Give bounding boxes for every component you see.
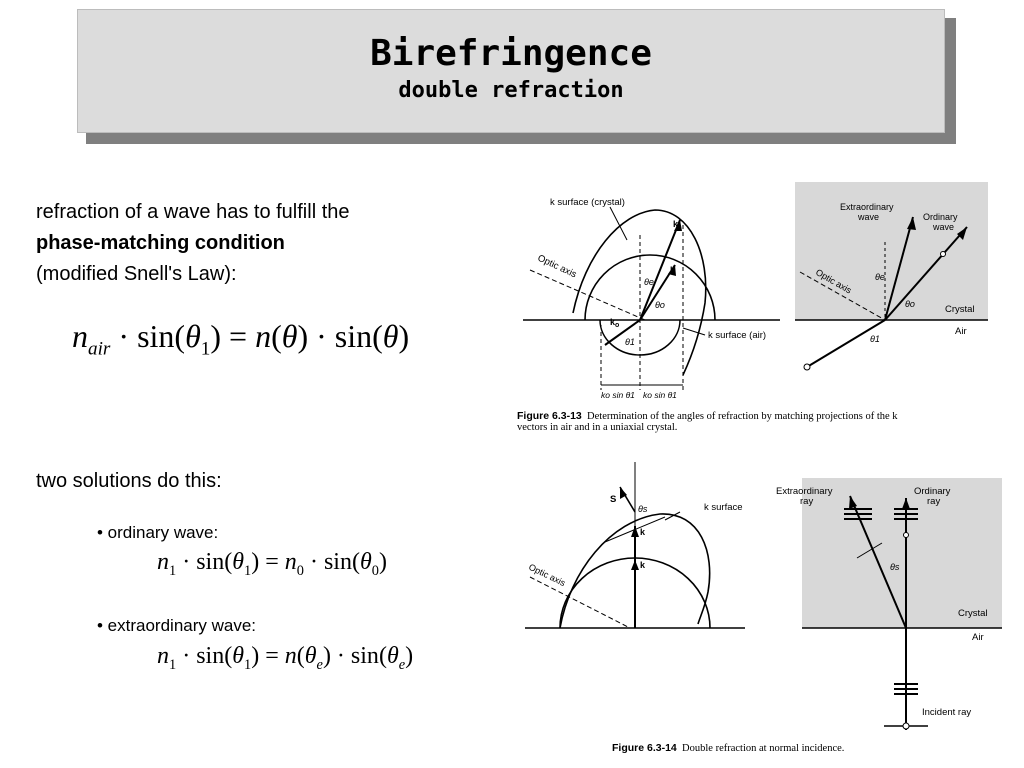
- label-theta-e-right: θe: [875, 272, 885, 282]
- figure-6-3-13-caption: Figure 6.3-13 Determination of the angle…: [517, 410, 898, 433]
- label-air-2: Air: [972, 632, 984, 643]
- label-theta-s-right: θs: [890, 562, 900, 572]
- extraordinary-equation: n1 · sin(θ1) = n(θe) · sin(θe): [157, 643, 414, 673]
- label-k-vector-2: k: [670, 265, 676, 275]
- ordinary-equation: n1 · sin(θ1) = n0 · sin(θ0): [157, 549, 387, 579]
- label-theta-e: θe: [644, 277, 654, 287]
- label-extraordinary-ray-1: Extraordinary: [776, 486, 833, 497]
- label-k-surface-crystal: k surface (crystal): [550, 197, 625, 208]
- label-theta-o: θo: [655, 300, 665, 310]
- label-k-surface-2: k surface: [704, 502, 743, 513]
- label-theta-s-left: θs: [638, 504, 648, 514]
- figure-6-3-13-crystal-waves: Extraordinary wave Ordinary wave Optic a…: [795, 182, 988, 371]
- label-crystal-1: Crystal: [945, 304, 975, 315]
- label-extraordinary-wave-2: wave: [857, 212, 879, 222]
- label-air-1: Air: [955, 326, 967, 337]
- ordinary-bullet: • ordinary wave:: [97, 523, 219, 542]
- figure-6-3-14-caption: Figure 6.3-14 Double refraction at norma…: [612, 742, 845, 754]
- label-proj-2: ko sin θ1: [643, 390, 677, 400]
- figure-6-3-13-k-surface-diagram: k surface (crystal) Optic axis k surface…: [523, 197, 780, 400]
- label-ko: ko: [610, 317, 619, 329]
- label-ordinary-ray-2: ray: [927, 496, 940, 507]
- label-k-upper: k: [640, 527, 646, 537]
- figure-6-3-14-k-surface: S θs k surface k k Optic axis: [525, 462, 745, 629]
- label-ordinary-wave-2: wave: [932, 222, 954, 232]
- label-k-vector: k: [673, 219, 679, 229]
- extraordinary-bullet: • extraordinary wave:: [97, 616, 257, 635]
- intro-line-1: refraction of a wave has to fulfill the: [36, 201, 350, 223]
- title-box: Birefringence double refraction: [77, 9, 945, 133]
- label-k-surface-air: k surface (air): [708, 330, 766, 341]
- intro-line-2: phase-matching condition: [36, 232, 285, 254]
- label-extraordinary-ray-2: ray: [800, 496, 813, 507]
- figure-6-3-14-normal-incidence: Extraordinary ray Ordinary ray θs Crysta…: [776, 478, 1002, 730]
- solutions-heading: two solutions do this:: [36, 470, 222, 492]
- intro-line-3: (modified Snell's Law):: [36, 263, 237, 285]
- slide-subtitle: double refraction: [398, 78, 624, 103]
- label-proj-1: ko sin θ1: [601, 390, 635, 400]
- label-incident-ray: Incident ray: [922, 707, 971, 718]
- label-s: S: [610, 494, 616, 505]
- slide-title: Birefringence: [370, 33, 652, 74]
- label-theta-1-right: θ1: [870, 334, 880, 344]
- snell-equation: nair · sin(θ1) = n(θ) · sin(θ): [72, 318, 410, 360]
- intro-text: refraction of a wave has to fulfill the …: [36, 197, 350, 290]
- label-extraordinary-wave-1: Extraordinary: [840, 202, 894, 212]
- label-theta-1: θ1: [625, 337, 635, 347]
- label-theta-o-right: θo: [905, 299, 915, 309]
- label-crystal-2: Crystal: [958, 608, 988, 619]
- label-k-lower: k: [640, 560, 646, 570]
- label-optic-axis-3: Optic axis: [527, 562, 567, 589]
- label-ordinary-wave-1: Ordinary: [923, 212, 958, 222]
- label-ordinary-ray-1: Ordinary: [914, 486, 951, 497]
- label-optic-axis-1: Optic axis: [536, 253, 579, 281]
